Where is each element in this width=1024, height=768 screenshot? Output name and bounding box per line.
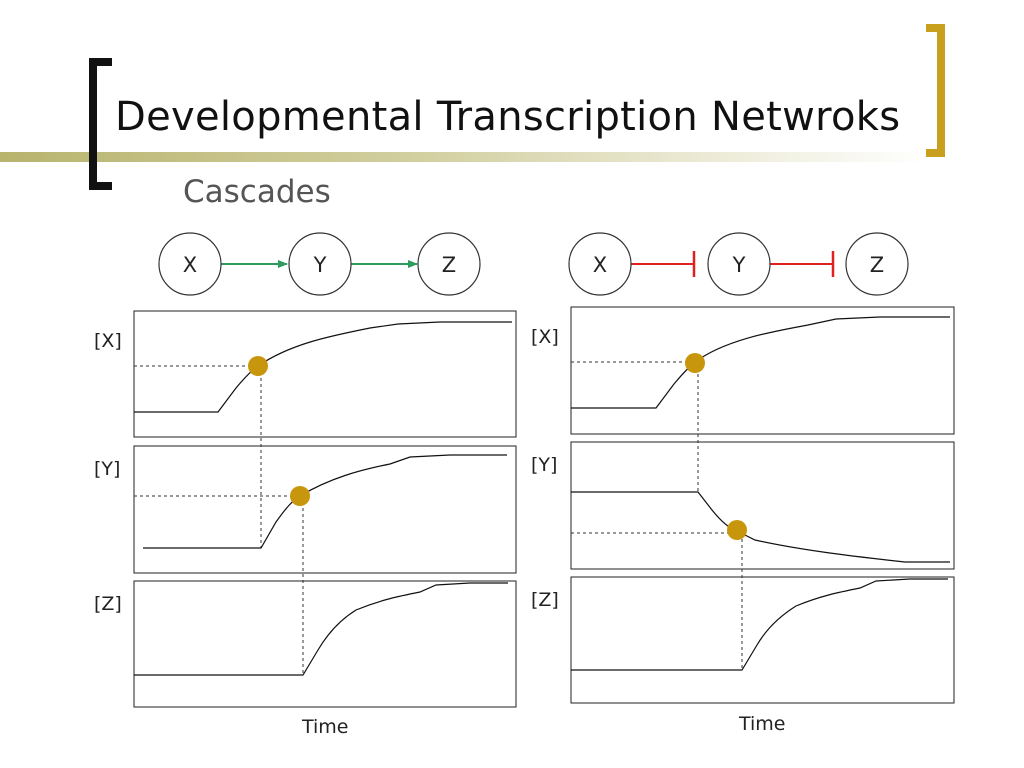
left-plot-label-y: [Y] — [94, 458, 121, 480]
plot-frame-y — [570, 441, 955, 570]
node-label-y: Y — [313, 253, 327, 277]
plot-frame-y — [133, 445, 517, 574]
concentration-curve-y — [571, 491, 950, 563]
plot-frame-z — [570, 576, 955, 704]
concentration-curve-z — [134, 582, 508, 676]
left-network-diagram: X Y Z — [158, 232, 481, 296]
slide-title: Developmental Transcription Netwroks — [115, 94, 901, 140]
left-plot-label-z: [Z] — [94, 593, 122, 615]
node-label-x: X — [593, 253, 607, 277]
node-y — [288, 232, 352, 296]
concentration-curve-y — [143, 454, 507, 549]
left-plots — [133, 310, 517, 708]
slide-subtitle: Cascades — [183, 174, 331, 210]
node-label-y: Y — [732, 253, 746, 277]
left-plot-label-x: [X] — [94, 330, 122, 352]
node-label-x: X — [183, 253, 197, 277]
node-x — [158, 232, 222, 296]
left-xaxis-label: Time — [302, 716, 349, 738]
threshold-marker-x — [248, 356, 268, 376]
threshold-marker-y — [290, 486, 310, 506]
threshold-marker-x — [685, 353, 705, 373]
node-label-z: Z — [442, 253, 456, 277]
node-z — [845, 232, 909, 296]
right-plot-label-x: [X] — [531, 326, 559, 348]
concentration-curve-x — [571, 316, 950, 409]
right-network-diagram: X Y Z — [568, 232, 909, 296]
concentration-curve-x — [134, 321, 512, 413]
left-bracket-decoration — [89, 58, 112, 190]
threshold-marker-y — [727, 520, 747, 540]
right-bracket-decoration — [926, 24, 945, 157]
right-plot-label-y: [Y] — [531, 454, 558, 476]
plot-frame-x — [570, 306, 955, 435]
right-plots — [570, 306, 955, 704]
plot-frame-x — [133, 310, 517, 438]
concentration-curve-z — [571, 578, 948, 671]
plot-frame-z — [133, 580, 517, 708]
node-z — [417, 232, 481, 296]
right-plot-label-z: [Z] — [531, 589, 559, 611]
node-label-z: Z — [870, 253, 884, 277]
right-xaxis-label: Time — [739, 713, 786, 735]
title-underline-bar — [0, 152, 930, 162]
node-x — [568, 232, 632, 296]
node-y — [707, 232, 771, 296]
